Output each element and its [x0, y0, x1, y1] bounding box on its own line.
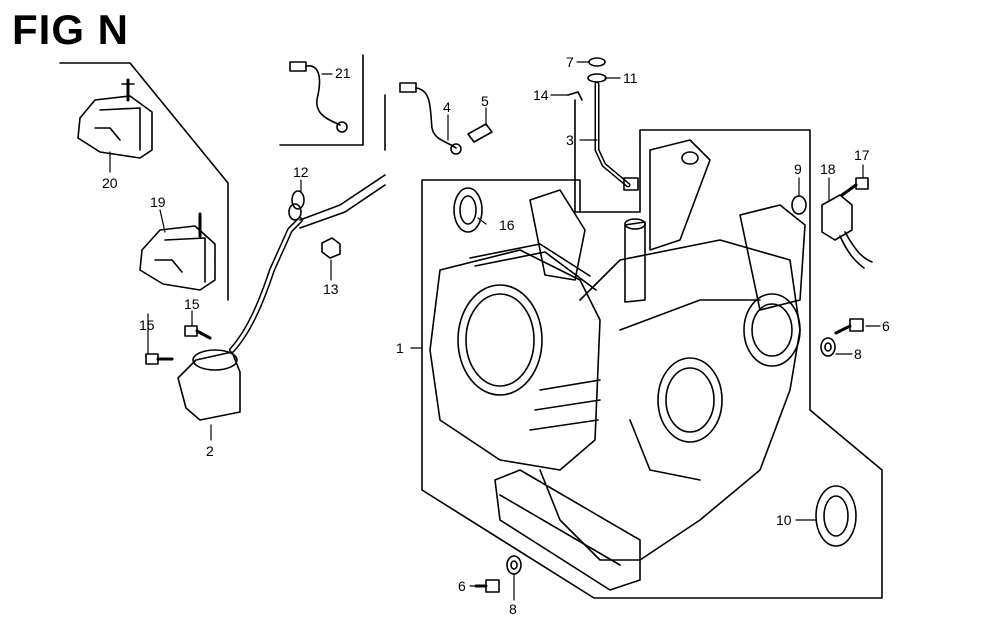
- oil-seal-10: [815, 485, 857, 547]
- engine-mount-20: [77, 78, 153, 159]
- crankcase-1: [429, 139, 806, 591]
- clip-12: [291, 190, 305, 210]
- callout-13: 13: [323, 281, 339, 297]
- callout-8-right: 8: [854, 346, 862, 362]
- oil-sensor-2: [177, 174, 386, 421]
- callout-19: 19: [150, 194, 166, 210]
- callout-17: 17: [854, 147, 870, 163]
- callout-8-bottom: 8: [509, 601, 517, 617]
- callout-5: 5: [481, 93, 489, 109]
- callout-labels: 1 2 3 4 5 6 6 7 8 8 9 10 11 12 13 14 15 …: [102, 54, 890, 617]
- callout-18: 18: [820, 161, 836, 177]
- callout-3: 3: [566, 132, 574, 148]
- nut-13: [321, 237, 341, 259]
- washer-8-right: [820, 337, 836, 357]
- callout-11: 11: [623, 70, 638, 86]
- bolt-6-right: [834, 318, 864, 335]
- callout-4: 4: [443, 99, 451, 115]
- bolts-15: [145, 325, 212, 365]
- callout-16: 16: [499, 217, 515, 233]
- bolt-6-bottom: [474, 579, 500, 593]
- figure-title: FIG N: [12, 6, 129, 53]
- callout-6-right: 6: [882, 318, 890, 334]
- callout-21: 21: [335, 65, 351, 81]
- callout-15-right: 15: [184, 296, 200, 312]
- group-boundary-lines: [59, 54, 883, 599]
- callout-15-left: 15: [139, 317, 155, 333]
- washer-8-bottom: [506, 555, 522, 575]
- callout-1: 1: [396, 340, 404, 356]
- callout-14: 14: [533, 87, 549, 103]
- callout-2: 2: [206, 443, 214, 459]
- callout-10: 10: [776, 512, 792, 528]
- wire-lead-4: [399, 82, 493, 155]
- callout-20: 20: [102, 175, 118, 191]
- bushing-9: [791, 195, 807, 215]
- bolt-17: [840, 177, 869, 197]
- callout-6-bottom: 6: [458, 578, 466, 594]
- leader-lines: [109, 61, 881, 601]
- callout-12: 12: [293, 164, 309, 180]
- bracket-18: [821, 194, 873, 269]
- callout-7: 7: [566, 54, 574, 70]
- wire-harness-21: [289, 61, 348, 133]
- engine-mount-19: [139, 212, 216, 291]
- oil-seal-16: [453, 187, 483, 233]
- callout-9: 9: [794, 161, 802, 177]
